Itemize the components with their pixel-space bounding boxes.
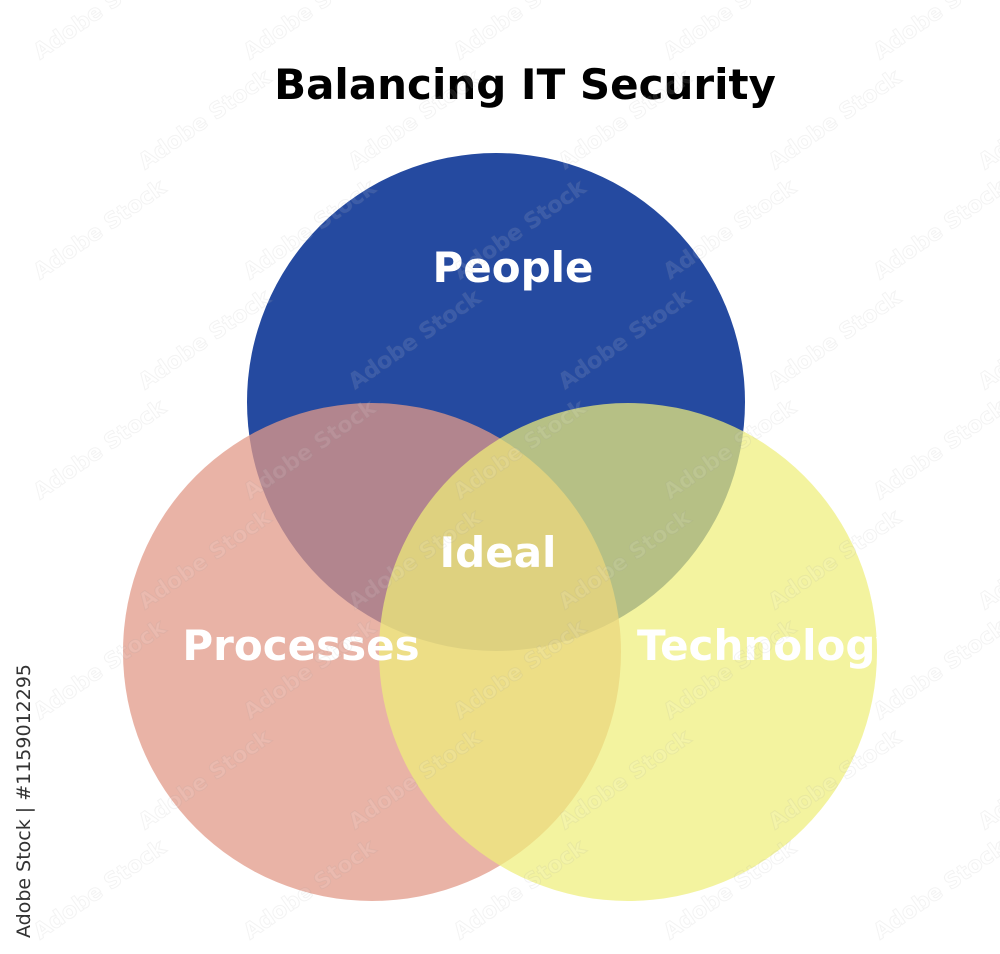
watermark-text: Adobe Stock xyxy=(974,725,1000,835)
watermark-text: Adobe Stock xyxy=(974,285,1000,395)
watermark-text: Adobe Stock xyxy=(659,0,802,65)
watermark-id: Adobe Stock | #1159012295 xyxy=(13,664,35,938)
watermark-text: Adobe Stock xyxy=(764,65,907,175)
center-label: Ideal xyxy=(440,528,557,577)
processes-label: Processes xyxy=(182,621,419,670)
watermark-text: Adobe Stock xyxy=(974,505,1000,615)
watermark-text: Adobe Stock xyxy=(134,65,277,175)
watermark-text: Adobe Stock xyxy=(29,175,172,285)
watermark-text: Adobe Stock xyxy=(29,395,172,505)
technology-circle xyxy=(379,403,877,901)
watermark-text: Adobe Stock xyxy=(29,835,172,945)
watermark-text: Adobe Stock xyxy=(869,615,1000,725)
watermark-text: Adobe Stock xyxy=(974,65,1000,175)
watermark-text: Adobe Stock xyxy=(869,0,1000,65)
watermark-text: Adobe Stock xyxy=(449,0,592,65)
diagram-title: Balancing IT Security xyxy=(274,60,776,109)
watermark-text: Adobe Stock xyxy=(29,0,172,65)
watermark-text: Adobe Stock xyxy=(869,175,1000,285)
watermark-text: Adobe Stock xyxy=(659,175,802,285)
watermark-text: Adobe Stock xyxy=(239,0,382,65)
technology-label: Technology xyxy=(637,621,903,670)
watermark-text: Adobe Stock xyxy=(764,285,907,395)
watermark-text: Adobe Stock xyxy=(869,835,1000,945)
watermark-text: Adobe Stock xyxy=(869,395,1000,505)
people-label: People xyxy=(432,243,593,292)
